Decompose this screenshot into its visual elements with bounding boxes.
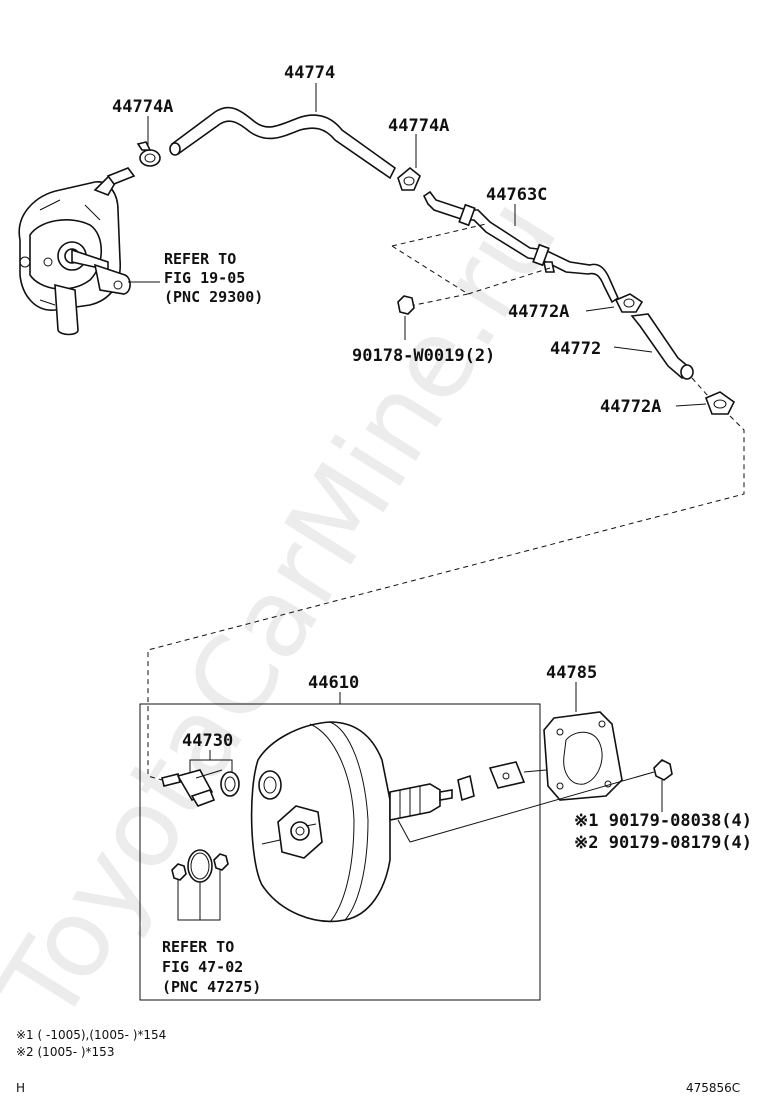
brake-booster-44610 <box>250 721 453 923</box>
label-44785: 44785 <box>546 663 597 683</box>
nut-90179 <box>653 759 673 781</box>
clevis-bracket <box>488 761 526 789</box>
vacuum-hose-44774 <box>169 106 397 180</box>
footnote-1: ※1 ( -1005),(1005- )*154 <box>16 1028 166 1042</box>
check-valve-44730 <box>161 769 240 807</box>
hose-clamp-left <box>136 141 161 167</box>
hose-clamp-44772A-top <box>614 293 644 313</box>
oring-and-nuts <box>171 849 229 883</box>
label-44774: 44774 <box>284 63 335 83</box>
watermark: ToyotaCarMine.ru <box>0 177 582 1044</box>
gasket-44785 <box>543 711 623 801</box>
label-90178-W0019: 90178-W0019(2) <box>352 346 495 366</box>
refer-to-line-1: REFER TO <box>164 250 236 268</box>
footnote-2: ※2 (1005- )*153 <box>16 1045 114 1059</box>
refer-to-line-2: REFER TO <box>162 938 234 956</box>
label-44772: 44772 <box>550 339 601 359</box>
bolt-90178 <box>397 295 415 315</box>
refer-to-pnc-29300: (PNC 29300) <box>164 288 263 306</box>
label-44763C: 44763C <box>486 185 547 205</box>
vacuum-tube-44763C <box>422 190 620 304</box>
label-44730: 44730 <box>182 731 233 751</box>
label-44772A-top: 44772A <box>508 302 569 322</box>
label-90179-08038: ※1 90179-08038(4) <box>574 811 752 831</box>
rod-bushing <box>457 774 475 802</box>
refer-to-fig-47-02: FIG 47-02 <box>162 958 243 976</box>
corner-letter: H <box>16 1081 25 1095</box>
label-44772A-bottom: 44772A <box>600 397 661 417</box>
label-44610: 44610 <box>308 673 359 693</box>
label-44774A-right: 44774A <box>388 116 449 136</box>
hose-clamp-44772A-bottom <box>704 391 736 415</box>
figure-code: 475856C <box>686 1081 740 1095</box>
hose-clamp-right <box>397 166 421 191</box>
refer-to-fig-19-05: FIG 19-05 <box>164 269 245 287</box>
label-44774A-left: 44774A <box>112 97 173 117</box>
label-90179-08179: ※2 90179-08179(4) <box>574 833 752 853</box>
vacuum-pump-illustration <box>18 167 136 336</box>
vacuum-hose-44772 <box>630 313 694 380</box>
refer-to-pnc-47275: (PNC 47275) <box>162 978 261 996</box>
